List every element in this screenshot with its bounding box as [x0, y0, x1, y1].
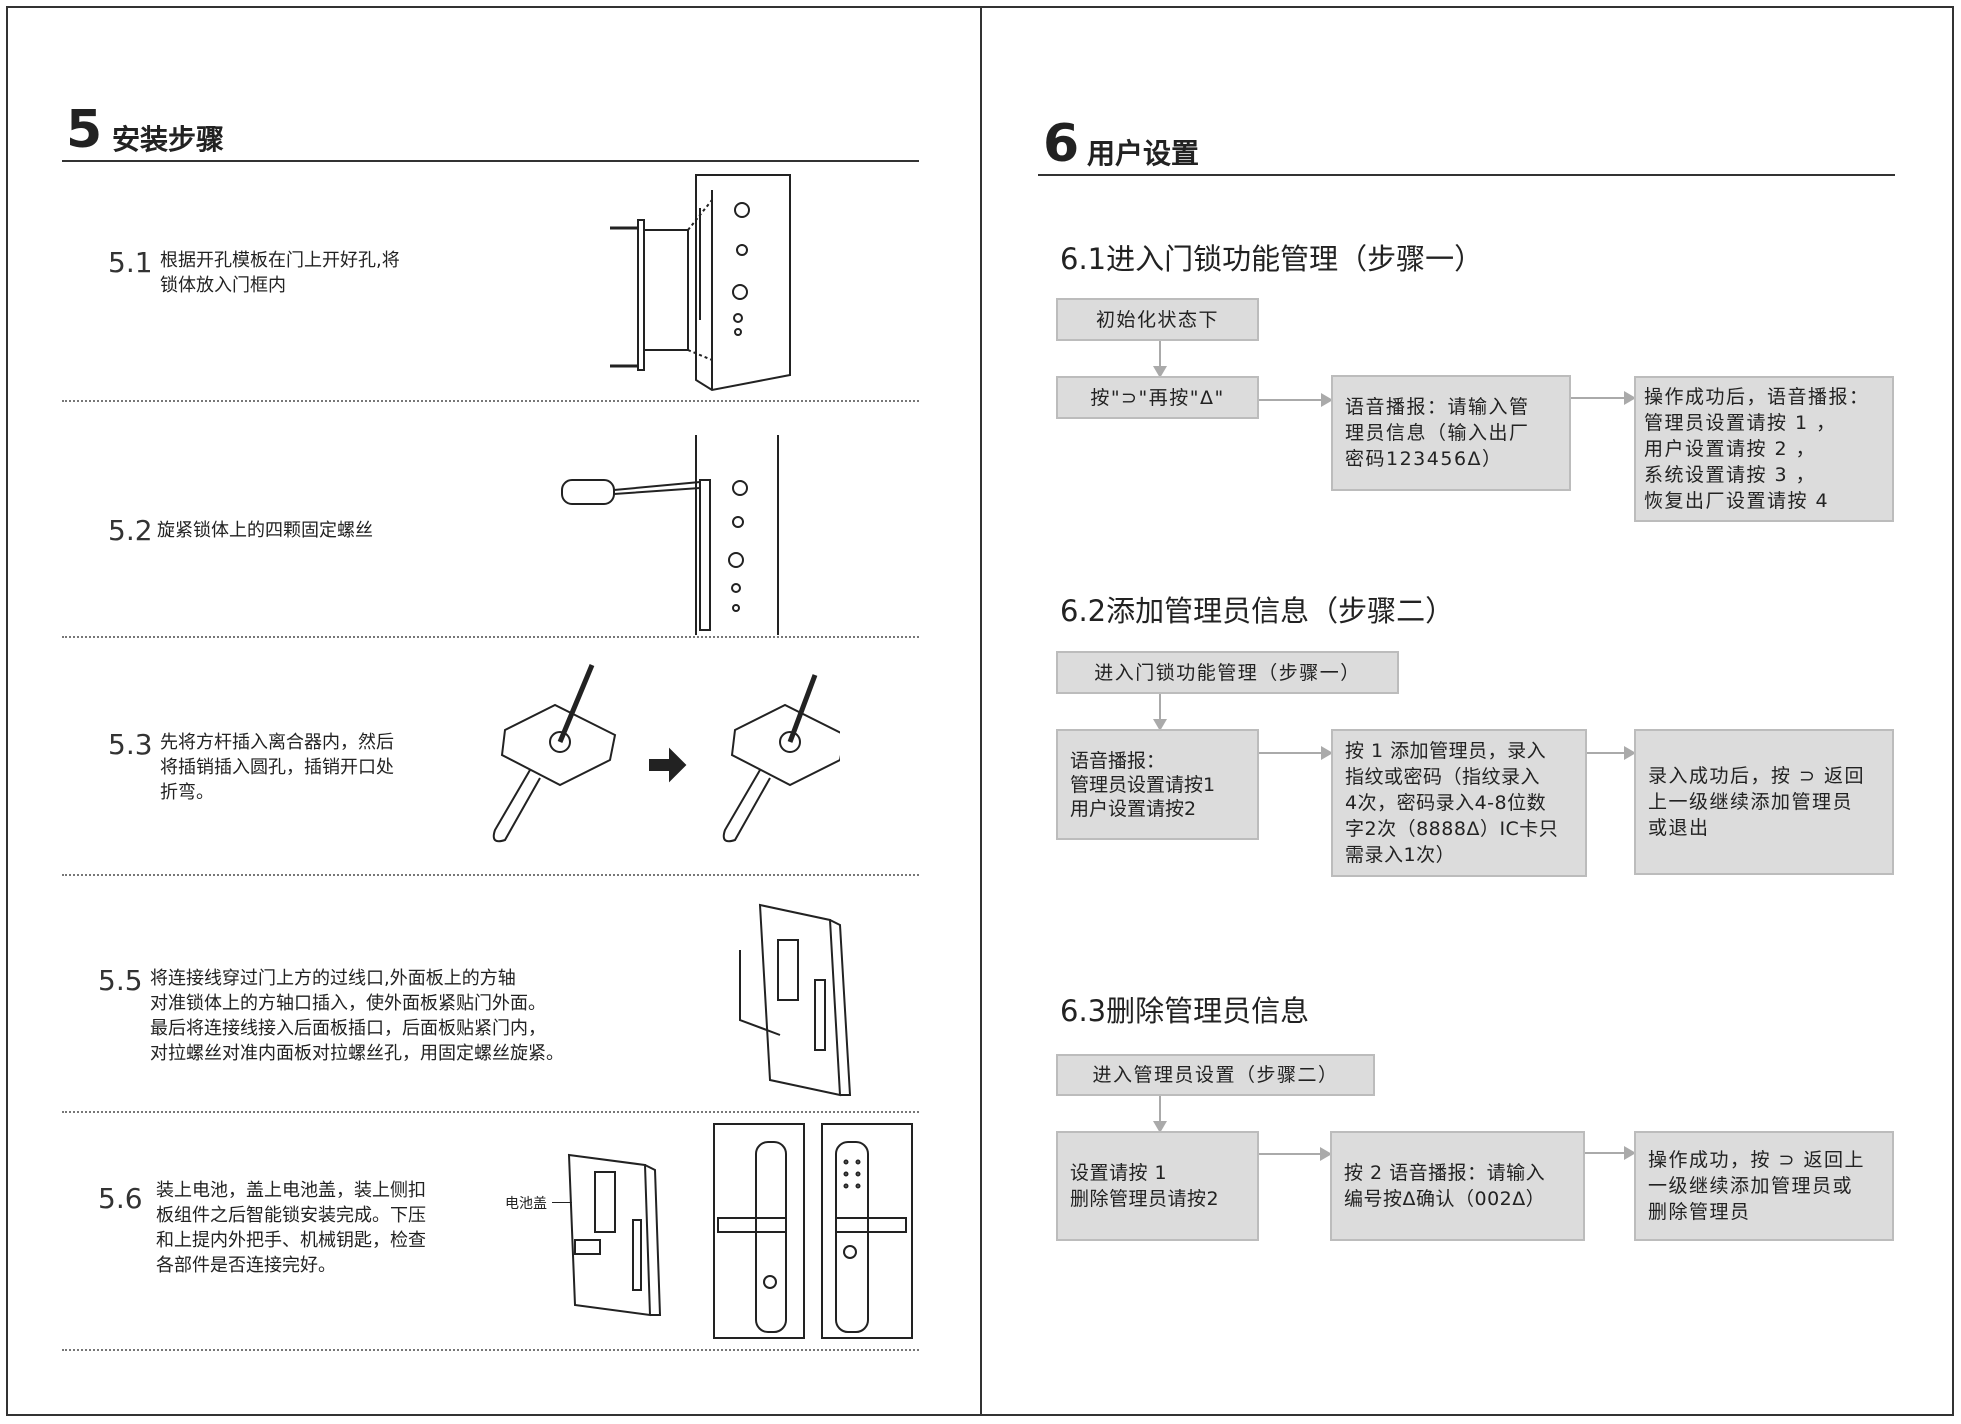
- flow-arrow-right: [1259, 746, 1333, 760]
- flow-arrow-right: [1585, 1146, 1636, 1160]
- flow-box: 设置请按 1 删除管理员请按2: [1056, 1131, 1259, 1241]
- title-rule: [62, 160, 919, 162]
- subsection-title: 6.2添加管理员信息（步骤二）: [1060, 594, 1455, 628]
- dotted-divider: [62, 1349, 919, 1351]
- panel-installation-illustration: [739, 903, 852, 1097]
- section-number: 6: [1043, 114, 1080, 174]
- flow-arrow-down: [1153, 1096, 1167, 1133]
- step-number: 5.6: [98, 1182, 143, 1215]
- page-divider: [980, 6, 982, 1416]
- flow-arrow-right: [1259, 393, 1333, 407]
- flow-box: 按 2 语音播报：请输入 编号按Δ确认（002Δ）: [1330, 1131, 1585, 1241]
- section-title: 用户设置: [1087, 137, 1200, 170]
- clutch-assembly-illustration: [492, 664, 840, 843]
- step-text: 将连接线穿过门上方的过线口,外面板上的方轴 对准锁体上的方轴口插入，使外面板紧贴…: [150, 968, 564, 1064]
- flow-box: 按 1 添加管理员，录入 指纹或密码（指纹录入 4次，密码录入4-8位数 字2次…: [1331, 729, 1587, 877]
- flow-box: 语音播报： 管理员设置请按1 用户设置请按2: [1056, 729, 1259, 840]
- flow-box: 录入成功后，按 ⊃ 返回 上一级继续添加管理员 或退出: [1634, 729, 1894, 875]
- screwdriver-illustration: [561, 435, 779, 635]
- dotted-divider: [62, 636, 919, 638]
- flow-box: 按"⊃"再按"Δ": [1056, 376, 1259, 419]
- section-number: 5: [66, 100, 103, 160]
- flow-box: 进入管理员设置（步骤二）: [1056, 1054, 1375, 1096]
- flow-arrow-down: [1153, 341, 1167, 378]
- step-text: 根据开孔模板在门上开好孔,将 锁体放入门框内: [160, 250, 400, 296]
- step-text: 装上电池，盖上电池盖，装上侧扣 板组件之后智能锁安装完成。下压 和上提内外把手、…: [156, 1180, 426, 1276]
- flow-box: 语音播报：请输入管 理员信息（输入出厂 密码123456Δ）: [1331, 375, 1571, 491]
- label-leader-line: [552, 1202, 572, 1203]
- title-rule: [1038, 174, 1895, 176]
- flow-box: 操作成功后，语音播报： 管理员设置请按 1 ， 用户设置请按 2 ， 系统设置请…: [1634, 376, 1894, 522]
- step-text: 先将方杆插入离合器内，然后 将插销插入圆孔，插销开口处 折弯。: [160, 732, 394, 803]
- step-number: 5.5: [98, 964, 143, 997]
- dotted-divider: [62, 1111, 919, 1113]
- flow-arrow-right: [1571, 391, 1636, 405]
- door-mortise-illustration: [610, 174, 791, 392]
- section-title: 安装步骤: [112, 123, 225, 156]
- flow-box: 初始化状态下: [1056, 298, 1259, 341]
- subsection-title: 6.3删除管理员信息: [1060, 994, 1310, 1028]
- subsection-title: 6.1进入门锁功能管理（步骤一）: [1060, 242, 1484, 276]
- step-number: 5.3: [108, 728, 153, 761]
- finished-lock-illustration: [713, 1123, 913, 1339]
- flow-arrow-right: [1259, 1147, 1332, 1161]
- step-number: 5.1: [108, 246, 153, 279]
- flow-arrow-down: [1153, 694, 1167, 731]
- dotted-divider: [62, 874, 919, 876]
- dotted-divider: [62, 400, 919, 402]
- step-number: 5.2: [108, 514, 153, 547]
- battery-cover-illustration: [567, 1153, 662, 1317]
- battery-cover-label: 电池盖: [505, 1196, 547, 1212]
- flow-box: 操作成功，按 ⊃ 返回上 一级继续添加管理员或 删除管理员: [1634, 1131, 1894, 1241]
- flow-arrow-right: [1587, 746, 1636, 760]
- step-text: 旋紧锁体上的四颗固定螺丝: [157, 520, 373, 541]
- flow-box: 进入门锁功能管理（步骤一）: [1056, 651, 1399, 694]
